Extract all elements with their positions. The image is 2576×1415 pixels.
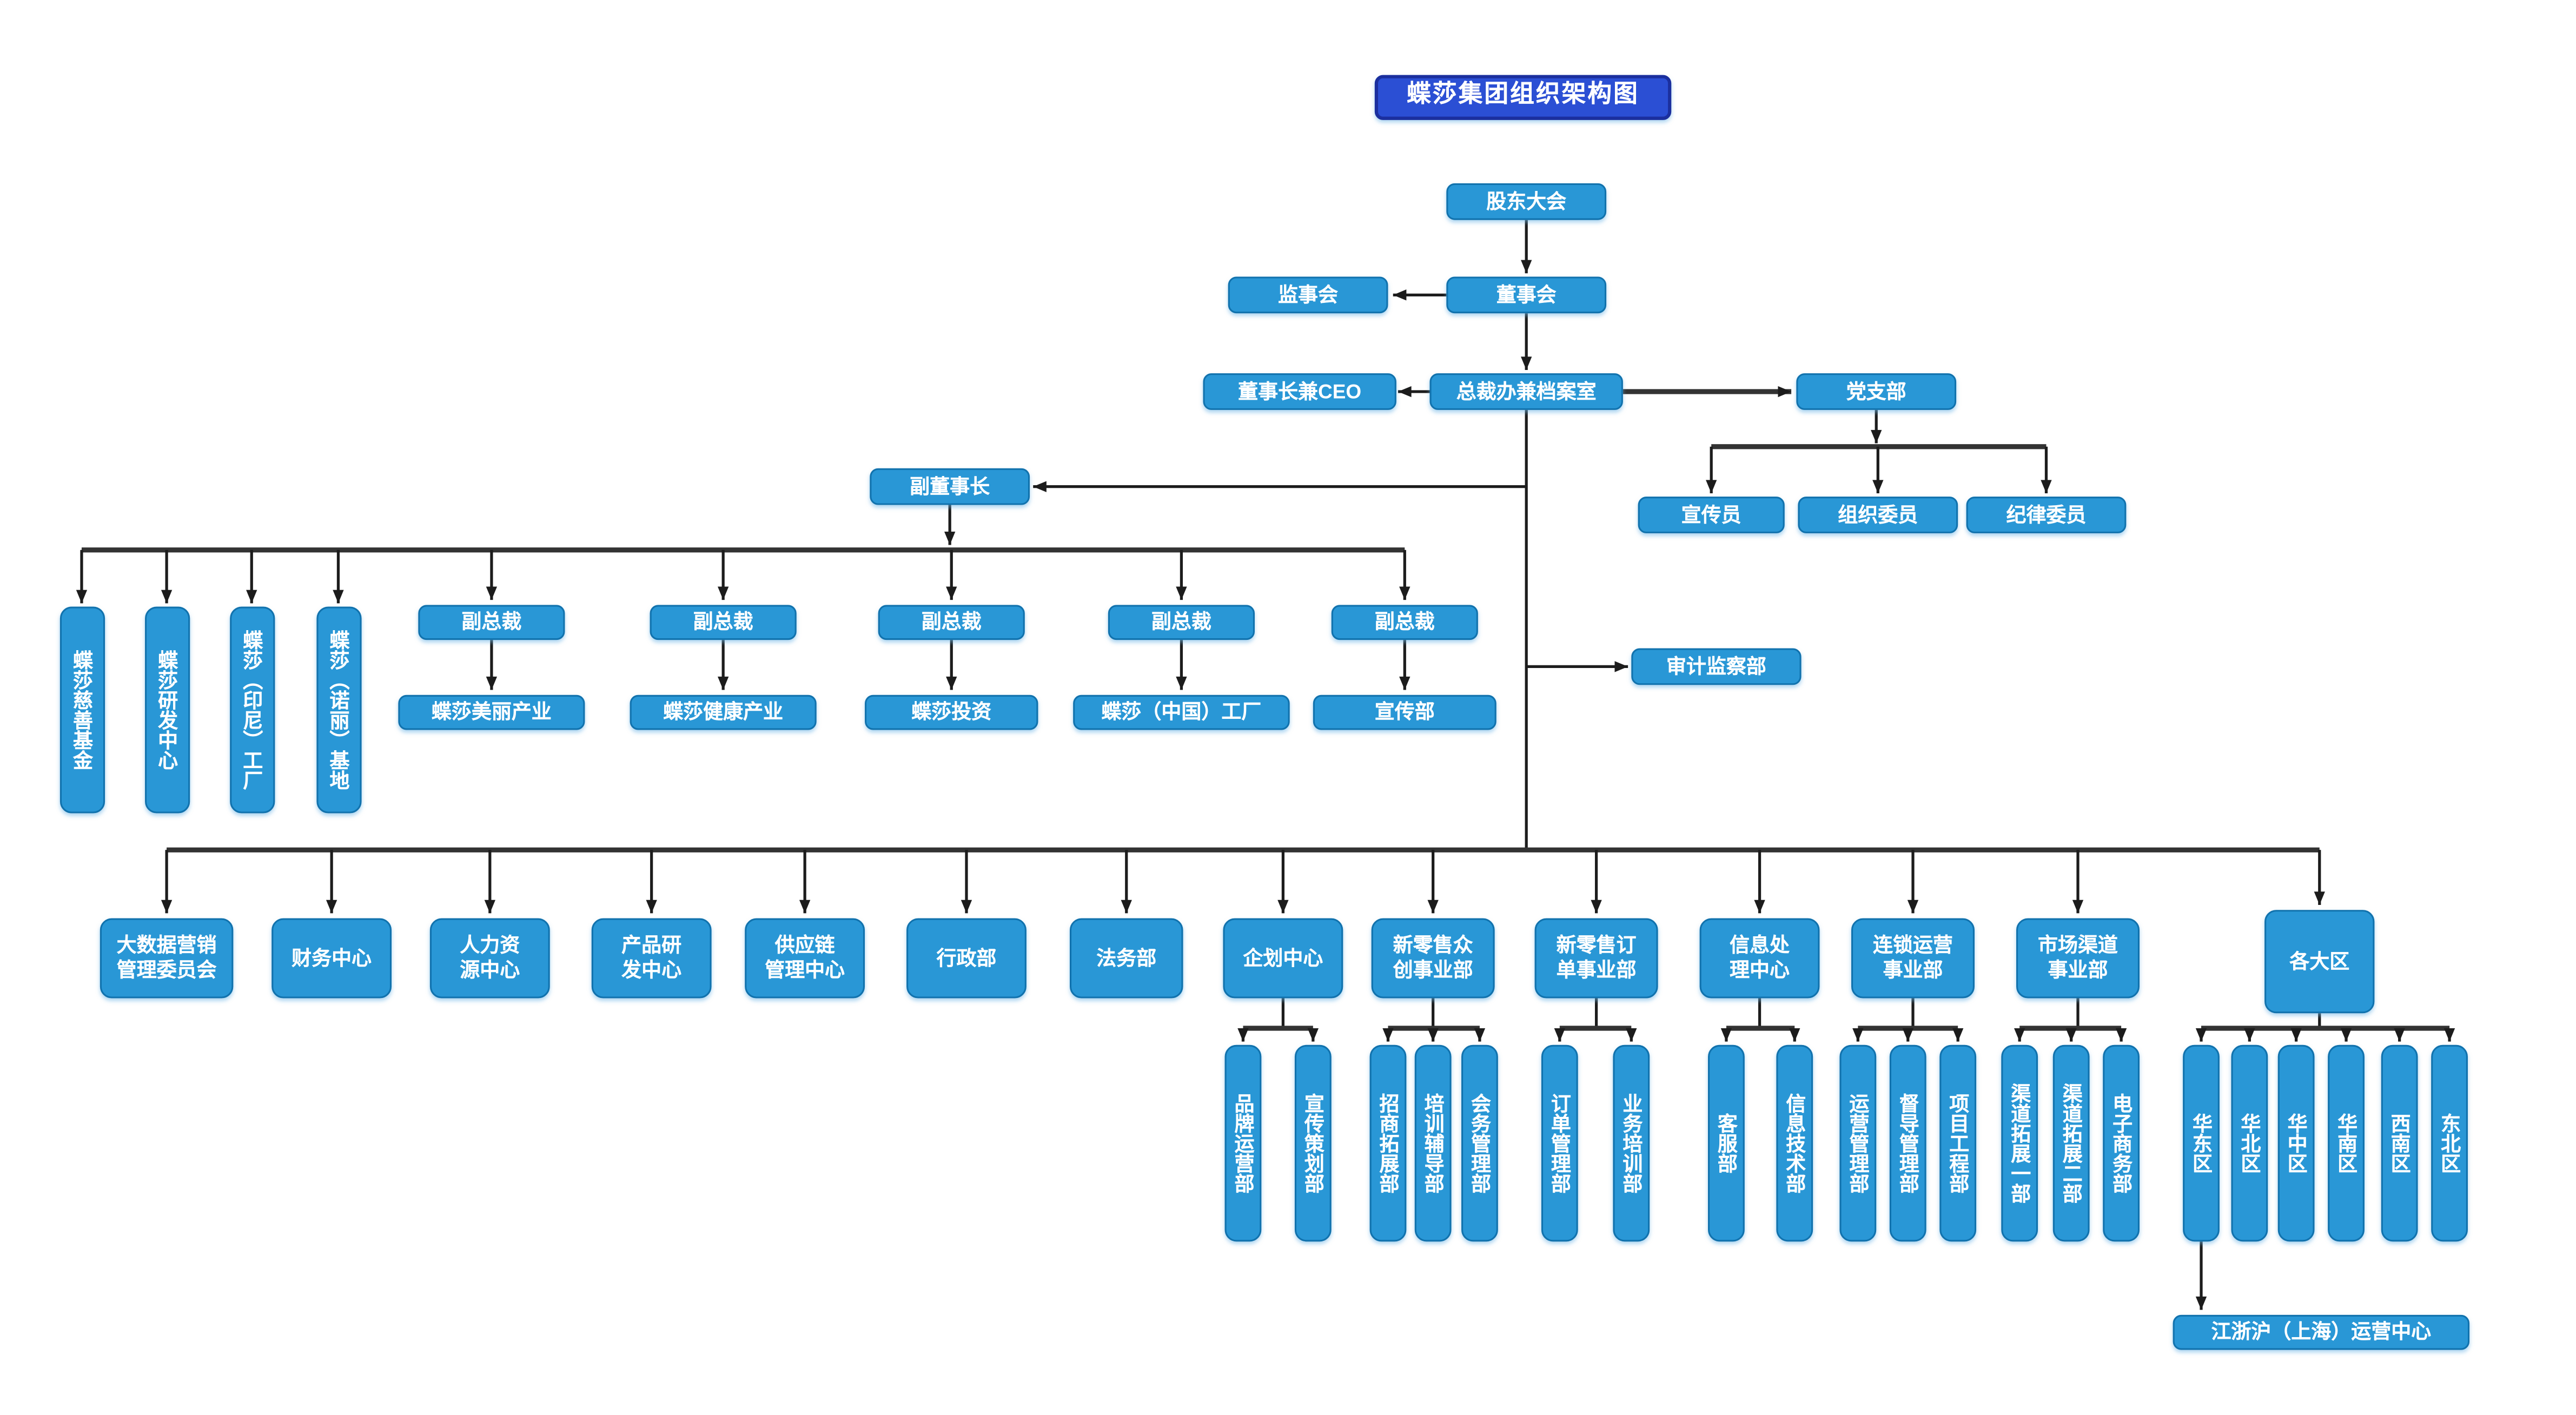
org-node-vice-president-1: 副总裁: [418, 604, 565, 639]
org-node-regions: 各大区: [2264, 910, 2375, 1014]
org-node-product-rd-center: 产品研 发中心: [591, 918, 712, 999]
org-node-admin-dept: 行政部: [906, 918, 1027, 999]
org-node-chairman-ceo: 董事长兼CEO: [1203, 373, 1396, 410]
org-node-central-china-region: 华中区: [2277, 1044, 2315, 1242]
org-node-charity-fund: 蝶莎慈善基金: [59, 606, 104, 814]
org-node-health-industry: 蝶莎健康产业: [630, 694, 817, 729]
org-node-jzh-shanghai-operations-center: 江浙沪（上海）运营中心: [2173, 1314, 2470, 1350]
org-node-president-office-archives: 总裁办兼档案室: [1429, 373, 1623, 410]
org-node-hr-center: 人力资 源中心: [429, 918, 550, 999]
org-node-order-mgmt-dept: 订单管理部: [1541, 1044, 1578, 1242]
org-node-east-china-region: 华东区: [2183, 1044, 2220, 1242]
chart-title: 蝶莎集团组织架构图: [1374, 74, 1672, 120]
org-node-operations-mgmt-dept: 运营管理部: [1839, 1044, 1877, 1242]
org-node-bigdata-marketing-committee: 大数据营销 管理委员会: [100, 918, 234, 999]
org-node-investment: 蝶莎投资: [865, 694, 1038, 729]
org-node-vice-president-4: 副总裁: [1108, 604, 1255, 639]
org-node-chain-operation-bu: 连锁运营 事业部: [1851, 918, 1975, 999]
org-node-supervisory-board: 监事会: [1228, 276, 1388, 314]
org-node-rd-center: 蝶莎研发中心: [144, 606, 189, 814]
org-node-conference-mgmt-dept: 会务管理部: [1461, 1044, 1498, 1242]
org-node-board-of-directors: 董事会: [1446, 276, 1607, 314]
org-node-business-training-dept: 业务培训部: [1613, 1044, 1650, 1242]
org-node-brand-operations-dept: 品牌运营部: [1224, 1044, 1262, 1242]
org-node-it-dept: 信息技术部: [1776, 1044, 1813, 1242]
org-node-vice-chairman: 副董事长: [870, 468, 1030, 505]
org-node-party-branch: 党支部: [1796, 373, 1957, 410]
org-node-indonesia-factory: 蝶莎（印尼）工厂: [229, 606, 274, 814]
org-node-beauty-industry: 蝶莎美丽产业: [398, 694, 585, 729]
org-node-china-factory: 蝶莎（中国）工厂: [1073, 694, 1290, 729]
org-node-south-china-region: 华南区: [2328, 1044, 2365, 1242]
org-node-vice-president-3: 副总裁: [878, 604, 1025, 639]
org-node-discipline-commissioner: 纪律委员: [1966, 497, 2127, 533]
org-node-planning-center: 企划中心: [1223, 918, 1343, 999]
org-node-organization-commissioner: 组织委员: [1798, 497, 1958, 533]
org-node-publicity-dept: 宣传部: [1313, 694, 1496, 729]
org-node-audit-supervision-dept: 审计监察部: [1631, 648, 1802, 685]
org-node-customer-service-dept: 客服部: [1708, 1044, 1745, 1242]
org-node-southwest-region: 西南区: [2381, 1044, 2418, 1242]
org-node-market-channel-bu: 市场渠道 事业部: [2016, 918, 2140, 999]
org-node-merchant-expansion-dept: 招商拓展部: [1369, 1044, 1407, 1242]
org-node-new-retail-crowd-bu: 新零售众 创事业部: [1371, 918, 1495, 999]
org-node-noni-base: 蝶莎（诺丽）基地: [315, 606, 361, 814]
org-node-project-engineering-dept: 项目工程部: [1939, 1044, 1977, 1242]
org-node-supply-chain-center: 供应链 管理中心: [745, 918, 865, 999]
org-node-ecommerce-dept: 电子商务部: [2103, 1044, 2140, 1242]
org-node-channel-expansion-dept-2: 渠道拓展二部: [2052, 1044, 2090, 1242]
org-node-new-retail-order-bu: 新零售订 单事业部: [1534, 918, 1658, 999]
org-node-publicity-planning-dept: 宣传策划部: [1294, 1044, 1332, 1242]
org-node-info-processing-center: 信息处 理中心: [1699, 918, 1820, 999]
org-node-supervision-mgmt-dept: 督导管理部: [1889, 1044, 1926, 1242]
org-node-vice-president-2: 副总裁: [650, 604, 797, 639]
org-node-northeast-region: 东北区: [2431, 1044, 2468, 1242]
org-node-north-china-region: 华北区: [2231, 1044, 2268, 1242]
org-node-shareholders-meeting: 股东大会: [1446, 183, 1607, 220]
org-node-channel-expansion-dept-1: 渠道拓展一部: [2001, 1044, 2038, 1242]
org-node-finance-center: 财务中心: [271, 918, 392, 999]
org-node-publicity-officer: 宣传员: [1638, 497, 1785, 533]
org-node-vice-president-5: 副总裁: [1331, 604, 1478, 639]
org-node-legal-dept: 法务部: [1070, 918, 1183, 999]
org-node-training-coaching-dept: 培训辅导部: [1414, 1044, 1452, 1242]
